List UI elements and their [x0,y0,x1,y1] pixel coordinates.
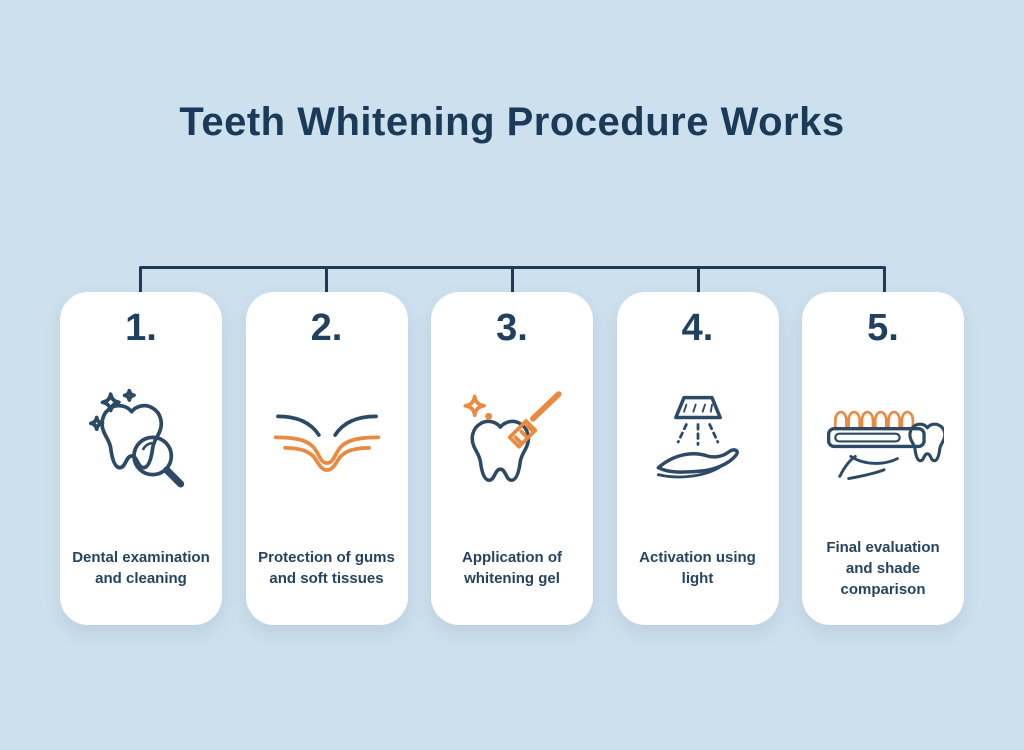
connector-tick-4 [696,266,700,294]
shade-guide-icon [812,350,954,535]
page-title: Teeth Whitening Procedure Works [179,100,845,144]
step-number: 4. [681,307,714,349]
gum-protection-icon [256,350,398,535]
connector-tick-5 [882,266,886,294]
step-card-5: 5. [802,292,964,625]
step-card-1: 1. Dental examination and cleaning [60,292,222,625]
step-card-2: 2. Protection of gums and soft tissues [245,292,408,625]
light-activation-icon [627,350,769,535]
step-card-4: 4. Activation using light [616,292,779,625]
toothbrush-gel-icon [441,350,583,535]
step-number: 3. [496,307,528,349]
step-label: Activation using light [639,549,756,587]
tooth-magnifier-icon [70,350,212,535]
step-label: Protection of gums and soft tissues [258,549,395,587]
connector-tick-2 [324,266,328,294]
connector-tick-1 [138,266,142,294]
step-label: Dental examination and cleaning [72,549,210,587]
step-number: 1. [125,307,157,349]
step-number: 2. [310,307,343,349]
step-label: Application of whitening gel [462,549,562,587]
connector-tick-3 [510,266,514,294]
step-card-3: 3. Application of whitening gel [431,292,593,625]
step-label: Final evaluation and shade comparison [826,538,940,598]
step-number: 5. [867,307,899,349]
steps-row: 1. Dental examination and cleaning 2. [60,292,964,625]
